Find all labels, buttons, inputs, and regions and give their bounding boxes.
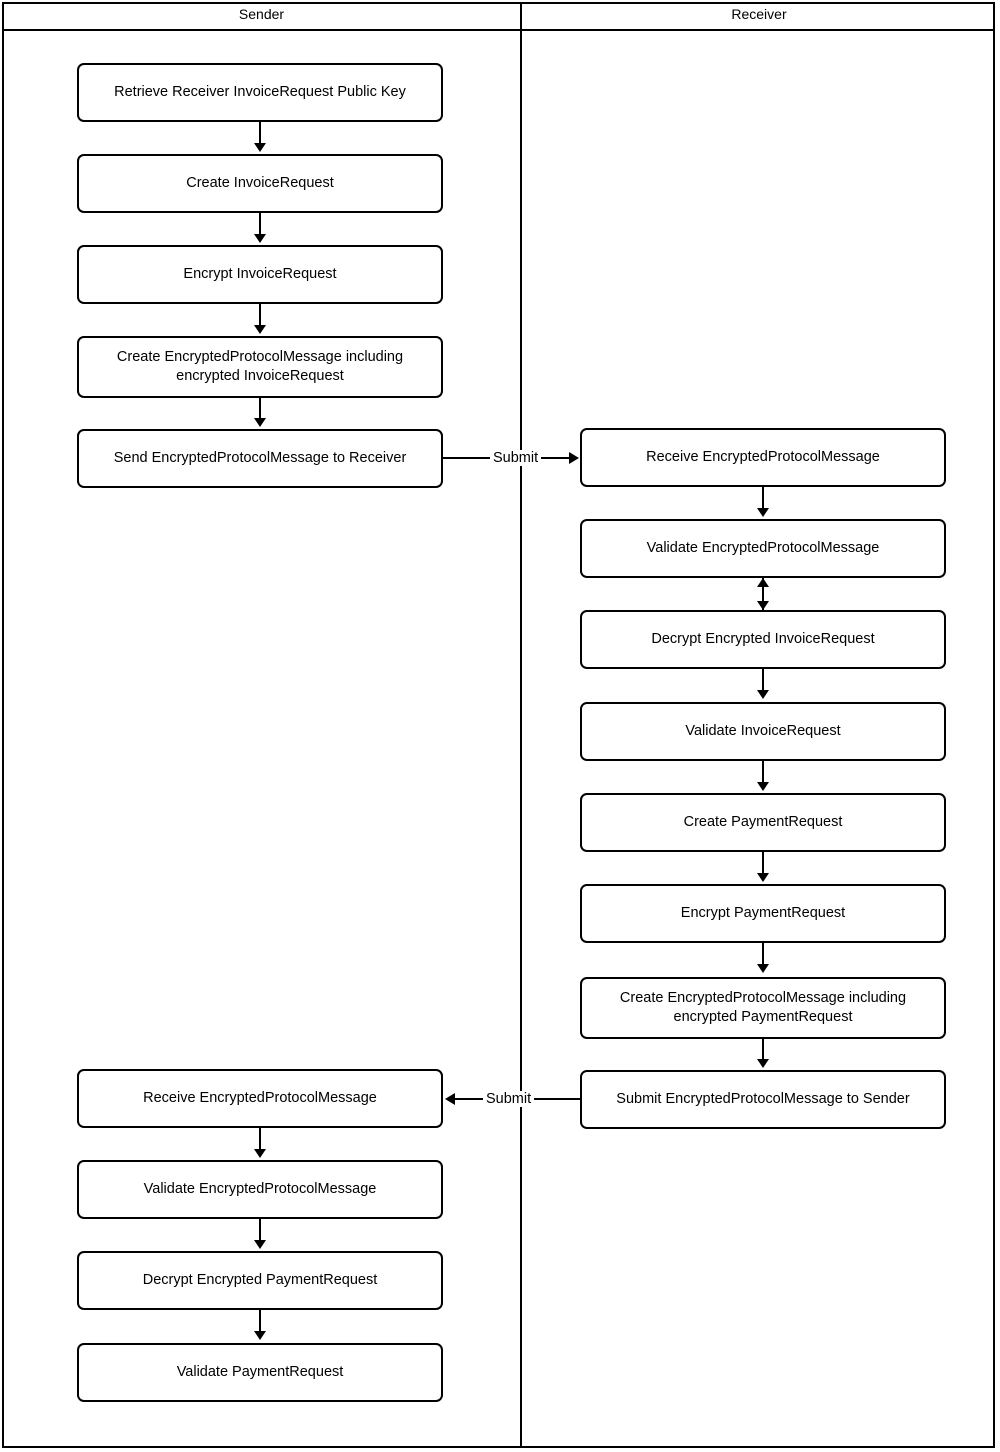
node-decrypt-encrypted-invoicerequest[interactable]: Decrypt Encrypted InvoiceRequest bbox=[580, 610, 946, 669]
connector-r7-r8-line bbox=[762, 1039, 764, 1060]
node-submit-epm-to-sender[interactable]: Submit EncryptedProtocolMessage to Sende… bbox=[580, 1070, 946, 1129]
connector-s7-s8-line bbox=[259, 1219, 261, 1241]
connector-r5-r6-line bbox=[762, 852, 764, 874]
connector-s8-s9-line bbox=[259, 1310, 261, 1332]
connector-r3-r4-arrowhead bbox=[757, 690, 769, 699]
connector-s6-s7-arrowhead bbox=[254, 1149, 266, 1158]
connector-s8-s9-arrowhead bbox=[254, 1331, 266, 1340]
connector-r1-r2-arrowhead bbox=[757, 508, 769, 517]
node-create-paymentrequest[interactable]: Create PaymentRequest bbox=[580, 793, 946, 852]
node-send-epm-to-receiver[interactable]: Send EncryptedProtocolMessage to Receive… bbox=[77, 429, 443, 488]
node-decrypt-encrypted-paymentrequest[interactable]: Decrypt Encrypted PaymentRequest bbox=[77, 1251, 443, 1310]
node-validate-invoicerequest[interactable]: Validate InvoiceRequest bbox=[580, 702, 946, 761]
node-create-invoicerequest[interactable]: Create InvoiceRequest bbox=[77, 154, 443, 213]
edge-submit-return-arrowhead bbox=[445, 1093, 455, 1105]
node-validate-paymentrequest[interactable]: Validate PaymentRequest bbox=[77, 1343, 443, 1402]
node-create-epm-invoicerequest[interactable]: Create EncryptedProtocolMessage includin… bbox=[77, 336, 443, 398]
connector-s7-s8-arrowhead bbox=[254, 1240, 266, 1249]
connector-s1-s2-line bbox=[259, 122, 261, 144]
connector-s4-s5-line bbox=[259, 398, 261, 419]
connector-r7-r8-arrowhead bbox=[757, 1059, 769, 1068]
node-validate-epm-receiver[interactable]: Validate EncryptedProtocolMessage bbox=[580, 519, 946, 578]
connector-r2-r3-arrowhead-up bbox=[757, 578, 769, 587]
connector-s3-s4-line bbox=[259, 304, 261, 326]
connector-s2-s3-arrowhead bbox=[254, 234, 266, 243]
lane-divider bbox=[520, 2, 522, 1448]
connector-s4-s5-arrowhead bbox=[254, 418, 266, 427]
connector-r2-r3-line bbox=[762, 578, 764, 610]
node-receive-epm-sender[interactable]: Receive EncryptedProtocolMessage bbox=[77, 1069, 443, 1128]
lane-header-receiver: Receiver bbox=[731, 6, 787, 22]
edge-label-submit-return: Submit bbox=[483, 1091, 535, 1107]
edge-submit-forward-arrowhead bbox=[569, 452, 579, 464]
lane-header-sender: Sender bbox=[238, 6, 285, 22]
connector-r6-r7-arrowhead bbox=[757, 964, 769, 973]
connector-s1-s2-arrowhead bbox=[254, 143, 266, 152]
node-encrypt-invoicerequest[interactable]: Encrypt InvoiceRequest bbox=[77, 245, 443, 304]
edge-label-submit-forward: Submit bbox=[490, 450, 542, 466]
connector-s6-s7-line bbox=[259, 1128, 261, 1150]
node-encrypt-paymentrequest[interactable]: Encrypt PaymentRequest bbox=[580, 884, 946, 943]
connector-s2-s3-line bbox=[259, 213, 261, 235]
lane-header-band bbox=[2, 2, 995, 31]
connector-s3-s4-arrowhead bbox=[254, 325, 266, 334]
connector-r3-r4-line bbox=[762, 669, 764, 691]
connector-r1-r2-line bbox=[762, 487, 764, 509]
connector-r6-r7-line bbox=[762, 943, 764, 965]
node-retrieve-receiver-public-key[interactable]: Retrieve Receiver InvoiceRequest Public … bbox=[77, 63, 443, 122]
node-receive-epm-receiver[interactable]: Receive EncryptedProtocolMessage bbox=[580, 428, 946, 487]
connector-r4-r5-arrowhead bbox=[757, 782, 769, 791]
node-validate-epm-sender[interactable]: Validate EncryptedProtocolMessage bbox=[77, 1160, 443, 1219]
connector-r2-r3-arrowhead-down bbox=[757, 601, 769, 610]
node-create-epm-paymentrequest[interactable]: Create EncryptedProtocolMessage includin… bbox=[580, 977, 946, 1039]
connector-r4-r5-line bbox=[762, 761, 764, 783]
connector-r5-r6-arrowhead bbox=[757, 873, 769, 882]
